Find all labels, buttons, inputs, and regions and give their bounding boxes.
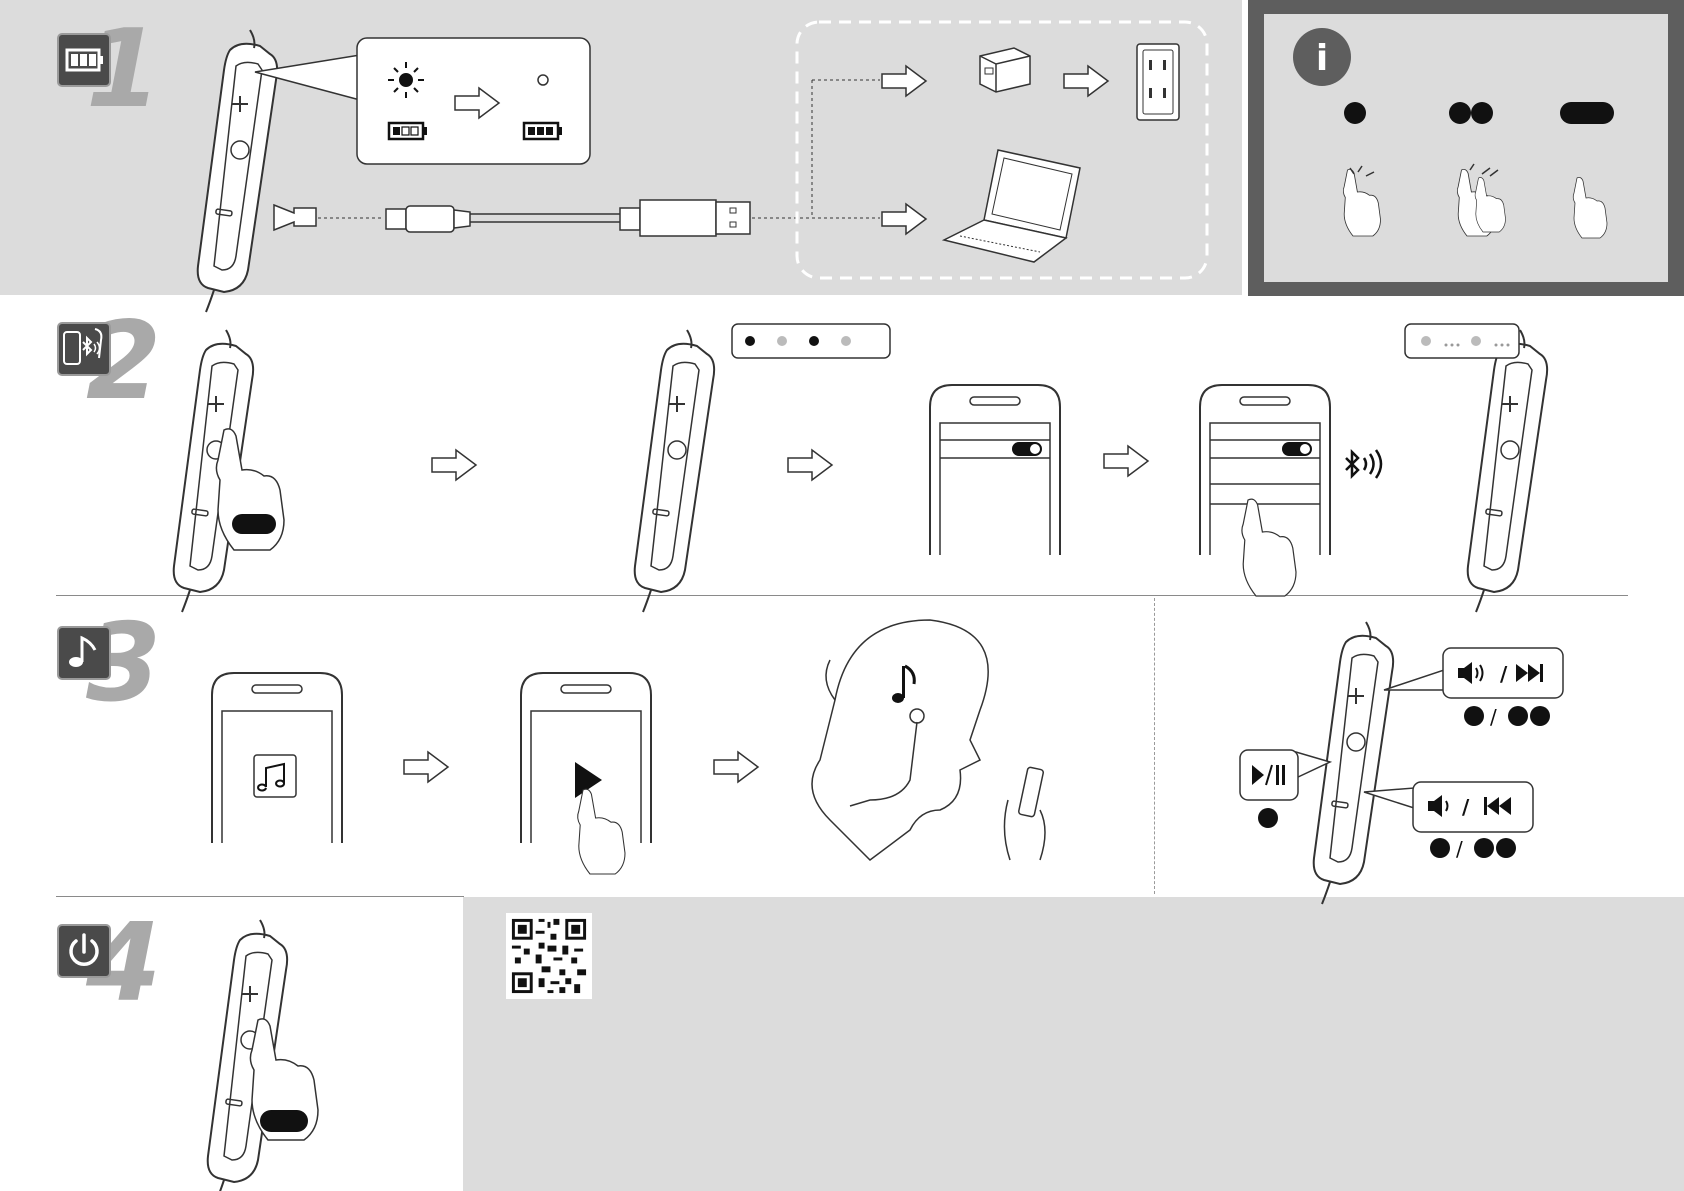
svg-text:/: / [1462,795,1470,819]
info-icon: i [1293,28,1351,86]
svg-text:/: / [1490,705,1497,729]
press-hold-bar [1560,102,1614,124]
bluetooth-signal-icon [1346,450,1381,478]
press-twice-dot-2 [1471,102,1493,124]
svg-text:/: / [1500,662,1508,686]
qr-code[interactable] [506,913,592,999]
qr-code-pattern [506,913,592,999]
svg-text:i: i [1316,38,1328,79]
hold-bar-step2 [232,514,276,534]
hold-bar-step4 [260,1110,308,1132]
svg-text:/: / [1456,837,1463,861]
press-once-dot [1344,102,1366,124]
press-twice-dot-1 [1449,102,1471,124]
